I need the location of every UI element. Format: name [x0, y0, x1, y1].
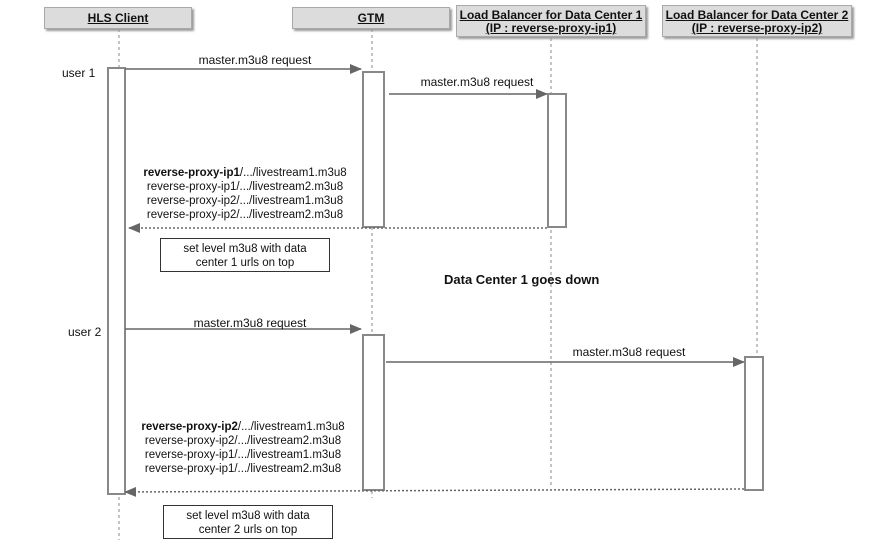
event-data-center-down: Data Center 1 goes down [444, 272, 600, 287]
message-label-3: master.m3u8 request [193, 316, 307, 330]
message-label-4: master.m3u8 request [572, 345, 686, 359]
user-2-label: user 2 [68, 325, 102, 339]
activation-gtm-2 [362, 334, 385, 491]
message-label-1: master.m3u8 request [198, 53, 312, 67]
user-1-label: user 1 [62, 66, 96, 80]
response-url-list-1: reverse-proxy-ip1/.../livestream1.m3u8 r… [130, 166, 360, 222]
response-url-line: reverse-proxy-ip1/.../livestream2.m3u8 [144, 463, 342, 475]
response-url-list-2: reverse-proxy-ip2/.../livestream1.m3u8 r… [128, 420, 358, 476]
response-url-line: reverse-proxy-ip2/.../livestream1.m3u8 [141, 421, 345, 433]
activation-client [107, 67, 126, 495]
actor-load-balancer-dc2: Load Balancer for Data Center 2 (IP : re… [662, 5, 852, 37]
arrow-response-2 [124, 486, 745, 497]
response-url-line: reverse-proxy-ip1/.../livestream2.m3u8 [146, 181, 344, 193]
response-url-line: reverse-proxy-ip2/.../livestream1.m3u8 [146, 195, 344, 207]
actor-hls-client: HLS Client [44, 7, 192, 29]
actor-gtm: GTM [292, 7, 450, 29]
activation-gtm-1 [362, 71, 385, 228]
response-url-line: reverse-proxy-ip2/.../livestream2.m3u8 [146, 209, 344, 221]
actor-load-balancer-dc1: Load Balancer for Data Center 1 (IP : re… [456, 5, 646, 37]
response-url-line: reverse-proxy-ip2/.../livestream2.m3u8 [144, 435, 342, 447]
activation-lb1 [547, 93, 567, 228]
response-url-line: reverse-proxy-ip1/.../livestream1.m3u8 [144, 449, 342, 461]
note-data-center-2: set level m3u8 with data center 2 urls o… [163, 505, 333, 539]
note-data-center-1: set level m3u8 with data center 1 urls o… [160, 238, 330, 272]
message-label-2: master.m3u8 request [420, 75, 534, 89]
response-url-line: reverse-proxy-ip1/.../livestream1.m3u8 [143, 167, 347, 179]
activation-lb2 [744, 356, 764, 491]
